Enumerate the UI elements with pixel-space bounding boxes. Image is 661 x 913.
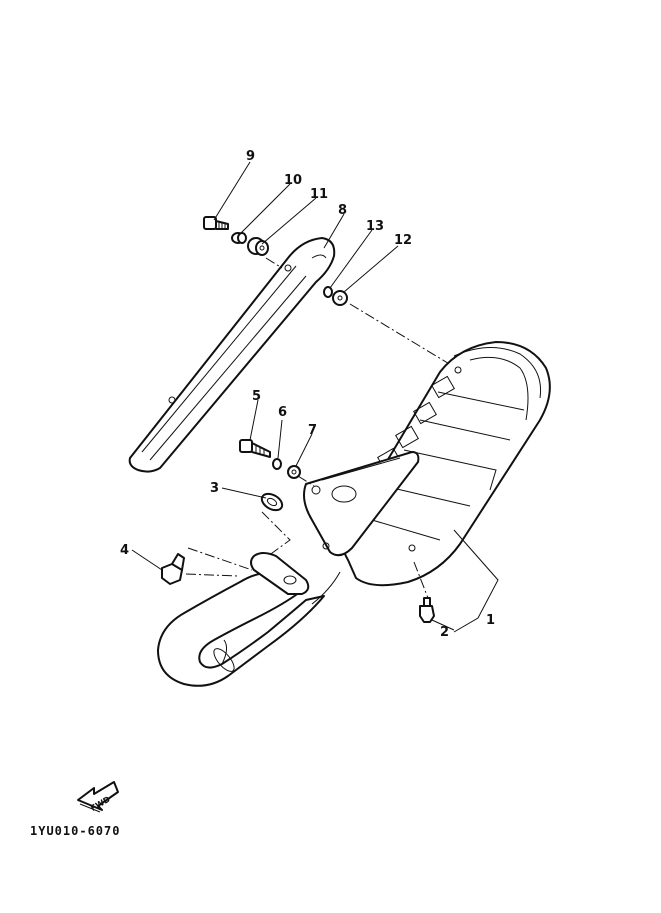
leader-lines (131, 161, 499, 633)
callout-2: 2 (440, 625, 449, 640)
callout-8: 8 (338, 203, 347, 218)
screw-2 (419, 597, 435, 623)
collar-10 (231, 232, 247, 244)
callout-4: 4 (120, 543, 129, 558)
muffler-bracket (303, 451, 420, 557)
callout-6: 6 (278, 405, 287, 420)
grommet-11 (247, 237, 269, 256)
bolt-4 (161, 553, 185, 585)
washer-12 (332, 290, 348, 306)
callout-1: 1 (486, 613, 495, 628)
muffler (341, 341, 551, 587)
bolt-5 (239, 439, 271, 458)
bolt-9 (203, 216, 229, 230)
gasket-3 (260, 492, 284, 512)
fwd-arrow-icon: FWD (77, 781, 119, 813)
callout-9: 9 (246, 149, 255, 164)
exhaust-pipe (157, 571, 341, 687)
callout-7: 7 (308, 423, 317, 438)
callout-3: 3 (210, 481, 219, 496)
spring-washer-6 (272, 458, 282, 470)
callout-13: 13 (366, 219, 384, 234)
washer-13 (323, 286, 333, 298)
callout-numbers: 9 10 11 8 13 12 5 6 7 3 4 2 1 (120, 149, 495, 640)
heat-protector (128, 237, 336, 473)
nut-7 (287, 465, 301, 479)
pipe-flange (250, 552, 310, 595)
callout-12: 12 (394, 233, 412, 248)
drawing-code: 1YU010-6070 (30, 824, 121, 838)
callout-10: 10 (284, 173, 302, 188)
callout-11: 11 (310, 187, 328, 202)
callout-5: 5 (252, 389, 261, 404)
